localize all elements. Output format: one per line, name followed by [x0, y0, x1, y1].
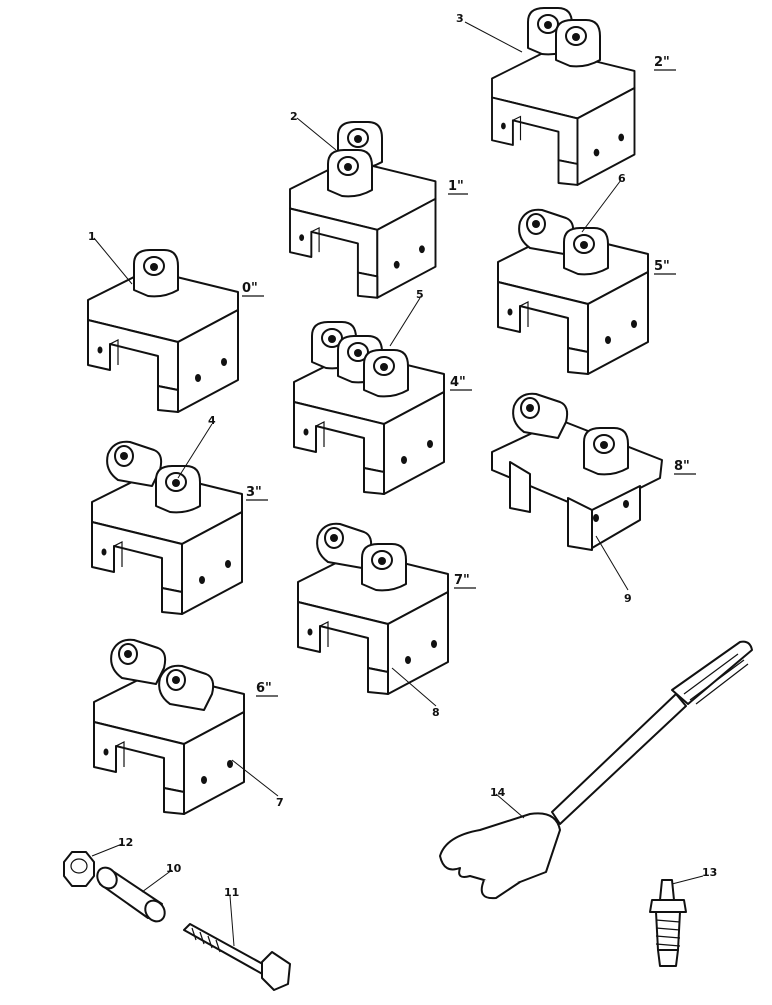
size-label-8: 8" [674, 459, 690, 474]
bracket-1-inch [289, 121, 437, 299]
spacer-sleeve [96, 866, 166, 923]
callout-14: 14 [490, 786, 506, 799]
callout-11: 11 [224, 886, 239, 899]
callout-5: 5 [416, 288, 424, 301]
bracket-5-inch [497, 208, 649, 375]
callout-10: 10 [166, 862, 182, 875]
bracket-0-inch [87, 249, 239, 413]
callout-12: 12 [118, 836, 133, 849]
callout-6: 6 [618, 172, 626, 185]
bracket-3-inch [91, 440, 243, 615]
size-label-0: 0" [242, 281, 258, 296]
nut [63, 851, 95, 887]
size-label-3: 3" [246, 485, 262, 500]
bolt [183, 923, 291, 991]
bracket-6-inch [93, 638, 245, 815]
callout-1: 1 [88, 230, 96, 243]
size-label-4: 4" [450, 375, 466, 390]
size-label-6: 6" [256, 681, 272, 696]
callout-4: 4 [208, 414, 216, 427]
callout-2: 2 [290, 110, 298, 123]
bracket-8-inch [491, 392, 663, 551]
bracket-4-inch [293, 321, 445, 495]
lever-arm [439, 640, 753, 900]
callout-13: 13 [702, 866, 717, 879]
size-label-2: 2" [654, 55, 670, 70]
callout-3: 3 [456, 12, 464, 25]
leader-lines [91, 21, 704, 947]
grease-fitting [649, 879, 687, 967]
size-label-7: 7" [454, 573, 470, 588]
callout-9: 9 [624, 592, 632, 605]
size-label-1: 1" [448, 179, 464, 194]
callout-7: 7 [276, 796, 284, 809]
bracket-2-inch [491, 7, 636, 186]
callout-8: 8 [432, 706, 440, 719]
size-label-5: 5" [654, 259, 670, 274]
bracket-7-inch [297, 522, 449, 695]
